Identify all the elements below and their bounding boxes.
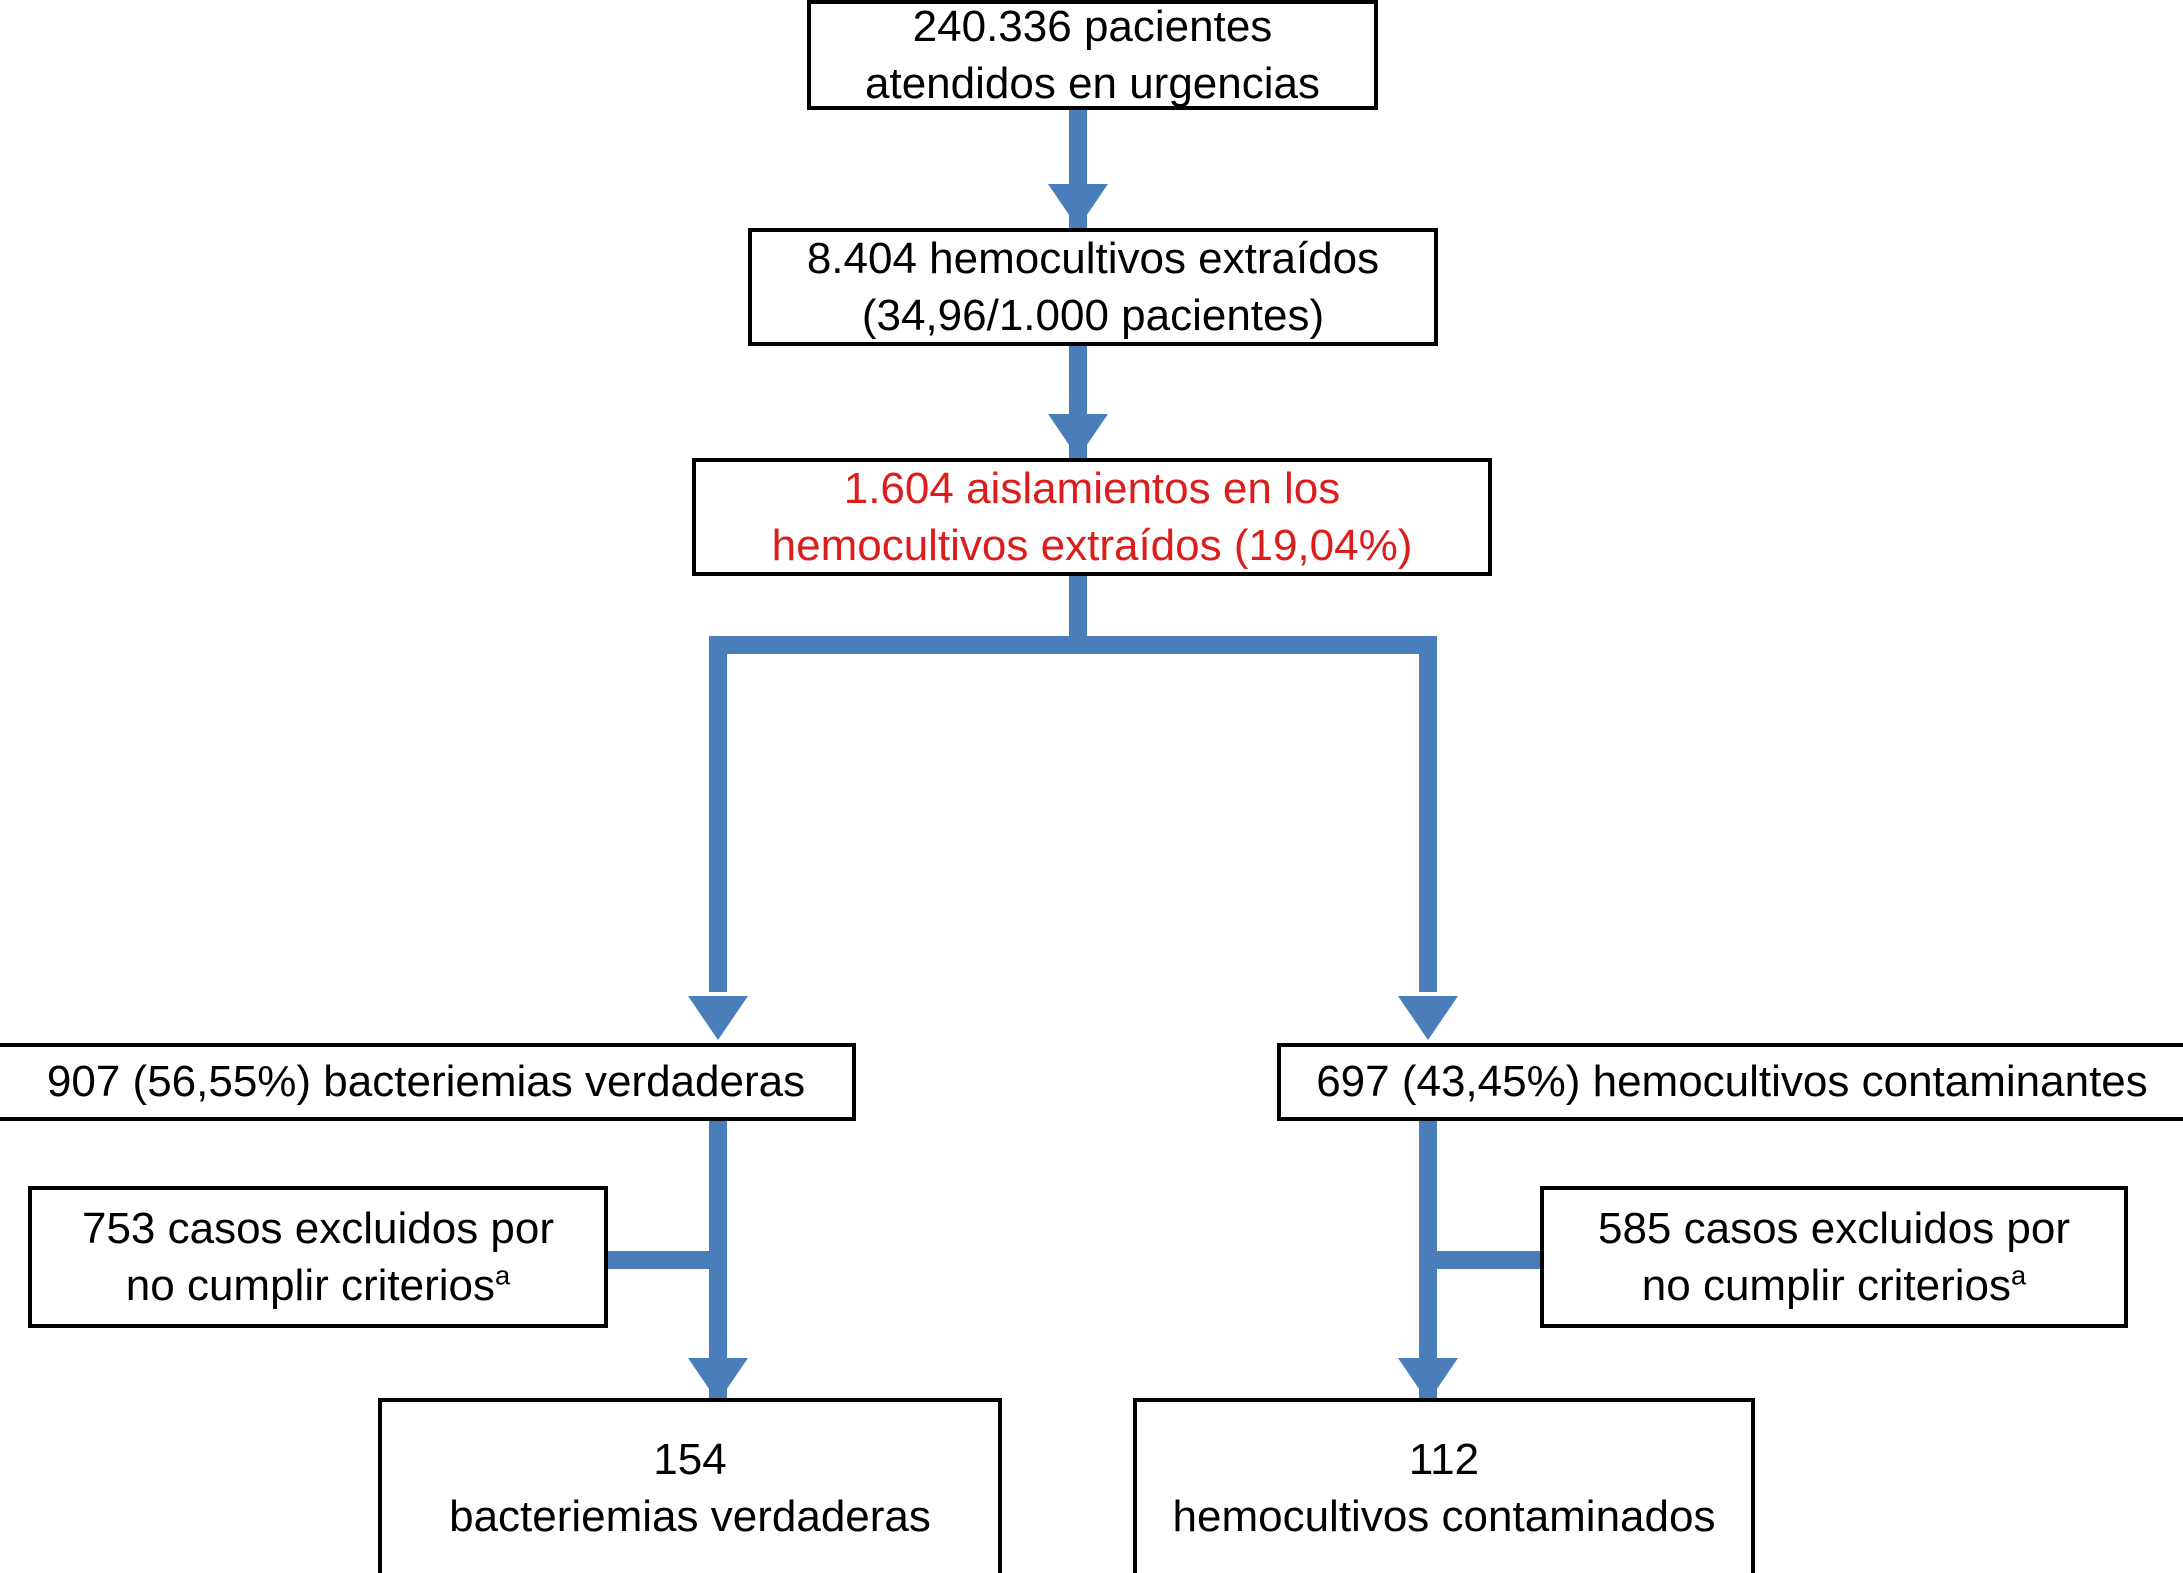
connector-branch-right — [1419, 636, 1437, 992]
node-final-contaminated-line1: 112 — [1408, 1434, 1480, 1484]
connector-excluded-right — [1428, 1251, 1546, 1269]
node-excluded-left-line2: no cumplir criterios — [125, 1261, 496, 1310]
arrowhead-branch-right — [1398, 996, 1458, 1040]
node-true-bacteremia: 907 (56,55%) bacteriemias verdaderas — [0, 1043, 856, 1121]
node-total-patients-line1: 240.336 pacientes — [912, 1, 1273, 51]
connector-excluded-left — [602, 1251, 720, 1269]
footnote-marker-left: a — [495, 1259, 511, 1291]
node-true-bacteremia-line1: 907 (56,55%) bacteriemias verdaderas — [46, 1057, 806, 1107]
arrowhead-cultures-to-isolates — [1048, 414, 1108, 458]
node-excluded-left: 753 casos excluidos por no cumplir crite… — [28, 1186, 608, 1328]
node-contaminant-cultures: 697 (43,45%) hemocultivos contaminantes — [1277, 1043, 2183, 1121]
node-total-patients: 240.336 pacientes atendidos en urgencias — [807, 0, 1378, 110]
connector-isolates-crossbar — [709, 636, 1437, 654]
node-excluded-right-line2: no cumplir criterios — [1641, 1261, 2012, 1310]
arrowhead-branch-left — [688, 996, 748, 1040]
node-final-bacteremia: 154 bacteriemias verdaderas — [378, 1398, 1002, 1573]
node-blood-cultures-line1: 8.404 hemocultivos extraídos — [806, 233, 1380, 283]
arrowhead-patients-to-cultures — [1048, 184, 1108, 228]
connector-branch-left — [709, 636, 727, 992]
connector-isolates-stem — [1069, 576, 1087, 648]
footnote-marker-right: a — [2011, 1259, 2027, 1291]
node-contaminant-cultures-line1: 697 (43,45%) hemocultivos contaminantes — [1316, 1057, 2148, 1107]
node-isolates-line2: hemocultivos extraídos (19,04%) — [771, 521, 1413, 570]
node-excluded-left-line1: 753 casos excluidos por — [81, 1203, 555, 1253]
arrowhead-bacteremia-to-final — [688, 1358, 748, 1402]
node-final-bacteremia-line1: 154 — [653, 1434, 727, 1484]
node-isolates: 1.604 aislamientos en los hemocultivos e… — [692, 458, 1492, 576]
node-final-contaminated: 112 hemocultivos contaminados — [1133, 1398, 1755, 1573]
node-excluded-right: 585 casos excluidos por no cumplir crite… — [1540, 1186, 2128, 1328]
node-isolates-line1: 1.604 aislamientos en los — [843, 463, 1341, 513]
node-final-bacteremia-line2: bacteriemias verdaderas — [449, 1492, 931, 1541]
node-final-contaminated-line2: hemocultivos contaminados — [1172, 1492, 1716, 1541]
arrowhead-contaminants-to-final — [1398, 1358, 1458, 1402]
node-blood-cultures-line2: (34,96/1.000 pacientes) — [861, 291, 1325, 340]
node-blood-cultures: 8.404 hemocultivos extraídos (34,96/1.00… — [748, 228, 1438, 346]
node-excluded-right-line1: 585 casos excluidos por — [1597, 1203, 2071, 1253]
node-total-patients-line2: atendidos en urgencias — [865, 59, 1320, 108]
